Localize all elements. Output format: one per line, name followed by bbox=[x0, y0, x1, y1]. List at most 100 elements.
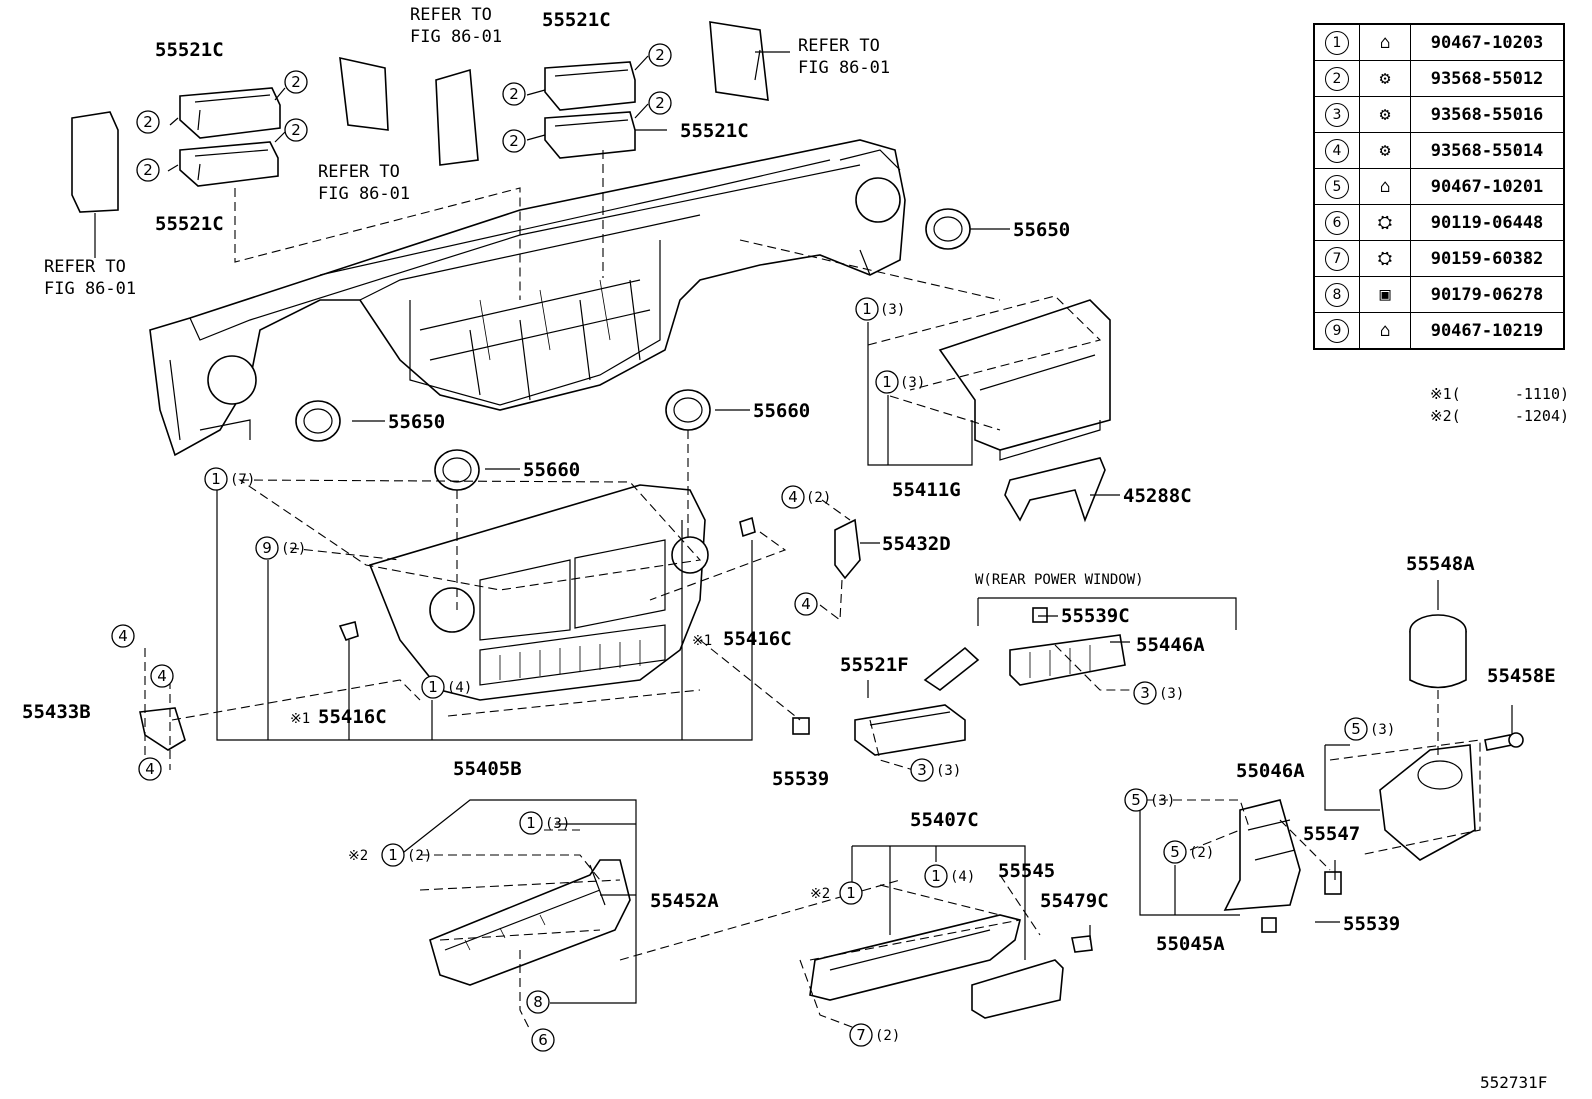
callout-2: 2 bbox=[284, 70, 308, 94]
bolt-icon: ⛭ bbox=[1359, 240, 1411, 277]
figure-number: 552731F bbox=[1480, 1073, 1548, 1092]
fastener-row: 4 ⚙93568-55014 bbox=[1313, 132, 1565, 169]
bolt-icon: ⛭ bbox=[1359, 204, 1411, 241]
note-marks: ※1 ※1 ※2 ※2 bbox=[290, 633, 830, 902]
note-2-mark: ※2 bbox=[1430, 407, 1452, 425]
fastener-row: 9⌂90467-10219 bbox=[1313, 312, 1565, 350]
callout-3: 3 bbox=[1133, 681, 1157, 705]
svg-text:8: 8 bbox=[533, 993, 543, 1011]
svg-text:5: 5 bbox=[1131, 791, 1141, 809]
label-55650: 55650 bbox=[1013, 219, 1070, 241]
label-55547: 55547 bbox=[1303, 823, 1360, 845]
clip-icon: ⌂ bbox=[1359, 312, 1411, 350]
svg-text:9: 9 bbox=[262, 539, 272, 557]
label-55521C: 55521C bbox=[680, 120, 749, 142]
svg-text:FIG 86-01: FIG 86-01 bbox=[798, 58, 890, 78]
svg-text:1: 1 bbox=[211, 470, 221, 488]
fastener-row: 6⛭90119-06448 bbox=[1313, 204, 1565, 241]
fastener-ref-number: 5 bbox=[1325, 174, 1349, 199]
svg-text:(2): (2) bbox=[875, 1028, 900, 1044]
label-55539: 55539 bbox=[1343, 913, 1400, 935]
fastener-part-number: 93568-55014 bbox=[1410, 132, 1565, 169]
svg-text:(2): (2) bbox=[407, 848, 432, 864]
svg-text:6: 6 bbox=[538, 1031, 548, 1049]
svg-text:※2: ※2 bbox=[348, 848, 368, 864]
callout-6: 6 bbox=[531, 1028, 555, 1052]
label-55046A: 55046A bbox=[1236, 760, 1305, 782]
part-labels: 55521C 55521C 55521C 55521C 55650 55650 … bbox=[22, 9, 1556, 955]
callout-7: 7 bbox=[849, 1023, 873, 1047]
callout-1: 1 bbox=[839, 881, 863, 905]
label-55416C: 55416C bbox=[318, 706, 387, 728]
callout-2: 2 bbox=[284, 118, 308, 142]
svg-text:REFER TO: REFER TO bbox=[410, 5, 492, 25]
svg-text:4: 4 bbox=[145, 760, 155, 778]
label-55521C: 55521C bbox=[542, 9, 611, 31]
fastener-ref: 2 bbox=[1313, 60, 1360, 97]
svg-text:2: 2 bbox=[143, 113, 153, 131]
label-55416C: 55416C bbox=[723, 628, 792, 650]
svg-text:REFER TO: REFER TO bbox=[318, 162, 400, 182]
fastener-part-number: 93568-55012 bbox=[1410, 60, 1565, 97]
label-55433B: 55433B bbox=[22, 701, 91, 723]
svg-text:※1: ※1 bbox=[692, 633, 712, 649]
quantity-markers: (3) (3) (7) (2) (2) (4) (3) (3) (3) (3) … bbox=[230, 302, 1395, 1044]
svg-text:1: 1 bbox=[882, 373, 892, 391]
svg-text:REFER TO: REFER TO bbox=[44, 257, 126, 277]
callout-circles: 2 2 2 2 2 2 2 2 1 1 1 9 4 4 4 4 4 1 3 3 … bbox=[111, 43, 1368, 1052]
label-55539C: 55539C bbox=[1061, 605, 1130, 627]
fastener-part-number: 90179-06278 bbox=[1410, 276, 1565, 313]
fastener-ref: 9 bbox=[1313, 312, 1360, 350]
fastener-part-number: 93568-55016 bbox=[1410, 96, 1565, 133]
callout-8: 8 bbox=[526, 990, 550, 1014]
fastener-ref: 4 bbox=[1313, 132, 1360, 169]
fastener-row: 3⚙93568-55016 bbox=[1313, 96, 1565, 133]
fastener-ref-number: 1 bbox=[1325, 30, 1349, 55]
callout-4: 4 bbox=[781, 485, 805, 509]
callout-2: 2 bbox=[502, 129, 526, 153]
svg-text:2: 2 bbox=[655, 46, 665, 64]
fastener-row: 2⚙93568-55012 bbox=[1313, 60, 1565, 97]
callout-5: 5 bbox=[1344, 717, 1368, 741]
label-55407C: 55407C bbox=[910, 809, 979, 831]
screw-icon: ⚙ bbox=[1359, 132, 1411, 169]
fastener-ref-number: 4 bbox=[1325, 138, 1349, 163]
callout-4: 4 bbox=[138, 757, 162, 781]
fastener-part-number: 90119-06448 bbox=[1410, 204, 1565, 241]
solid-leader-lines bbox=[94, 49, 1513, 1004]
callout-1: 1 bbox=[421, 675, 445, 699]
fastener-ref: 1 bbox=[1313, 23, 1360, 61]
label-55411G: 55411G bbox=[892, 479, 961, 501]
svg-text:(2): (2) bbox=[281, 541, 306, 557]
svg-text:(3): (3) bbox=[1150, 793, 1175, 809]
svg-text:(3): (3) bbox=[545, 816, 570, 832]
callout-2: 2 bbox=[648, 43, 672, 67]
callout-2: 2 bbox=[502, 82, 526, 106]
svg-text:(3): (3) bbox=[1370, 722, 1395, 738]
model-year-notes: ※1( -1110) ※2( -1204) bbox=[1430, 383, 1569, 427]
fastener-ref: 6 bbox=[1313, 204, 1360, 241]
center-cluster-panel bbox=[368, 484, 709, 701]
fastener-row: 1⌂90467-10203 bbox=[1313, 23, 1565, 61]
callout-1: 1 bbox=[381, 843, 405, 867]
callout-2: 2 bbox=[136, 110, 160, 134]
svg-text:1: 1 bbox=[846, 884, 856, 902]
label-55479C: 55479C bbox=[1040, 890, 1109, 912]
clip-icon: ⌂ bbox=[1359, 168, 1411, 205]
side-brackets bbox=[139, 518, 861, 751]
fastener-row: 7⛭90159-60382 bbox=[1313, 240, 1565, 277]
fastener-ref-number: 3 bbox=[1325, 102, 1349, 127]
glove-box bbox=[809, 914, 1093, 1019]
svg-text:2: 2 bbox=[143, 161, 153, 179]
label-55446A: 55446A bbox=[1136, 634, 1205, 656]
label-45288C: 45288C bbox=[1123, 485, 1192, 507]
small-clips bbox=[338, 516, 1277, 933]
label-55521F: 55521F bbox=[840, 654, 909, 676]
label-55539: 55539 bbox=[772, 768, 829, 790]
label-55405B: 55405B bbox=[453, 758, 522, 780]
fastener-part-number: 90467-10201 bbox=[1410, 168, 1565, 205]
svg-text:1: 1 bbox=[388, 846, 398, 864]
svg-text:1: 1 bbox=[428, 678, 438, 696]
